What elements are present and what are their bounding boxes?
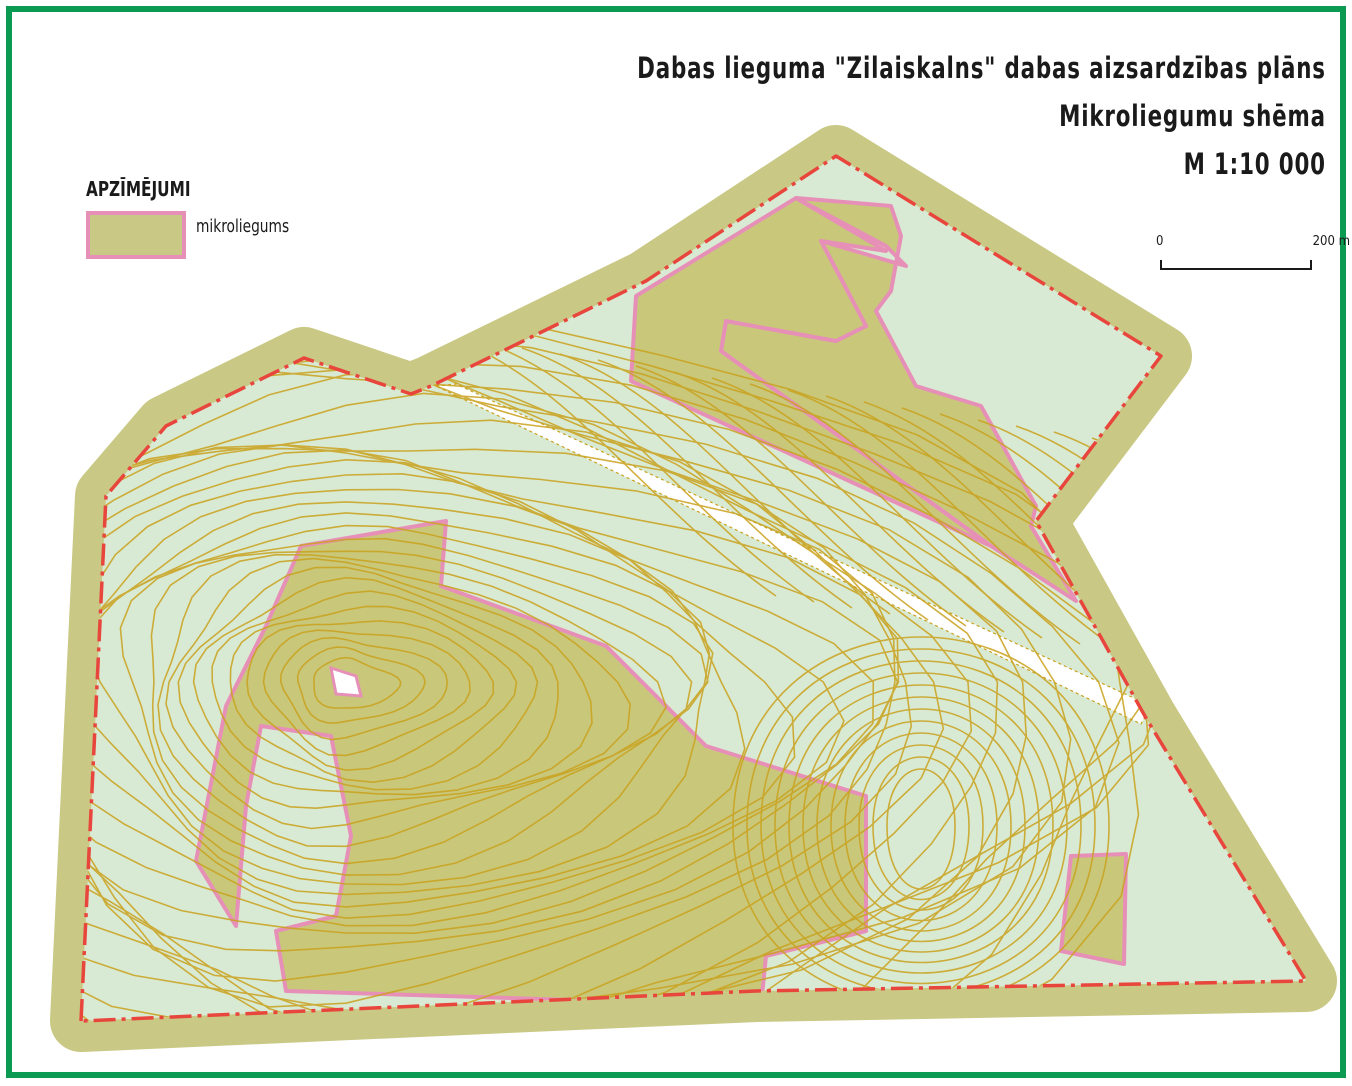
scale-bar-line <box>1160 260 1312 270</box>
map-title: Dabas lieguma "Zilaiskalns" dabas aizsar… <box>637 51 1326 85</box>
contour-line <box>157 553 667 848</box>
contour-line <box>81 472 845 927</box>
contour-line <box>1129 443 1306 705</box>
scale-bar: 0 200 m <box>1150 234 1350 284</box>
contour-line <box>802 696 1040 953</box>
scale-bar-start: 0 <box>1156 234 1164 249</box>
contour-line <box>279 636 449 741</box>
contour-line <box>81 512 711 896</box>
contour-line <box>246 620 495 772</box>
map-title-block: Dabas lieguma "Zilaiskalns" dabas aizsar… <box>486 44 1326 188</box>
contour-line <box>81 356 1120 1021</box>
contour-line <box>886 768 956 890</box>
contour-line <box>81 317 1139 1021</box>
contour-line <box>760 660 1082 985</box>
contour-line <box>119 537 709 876</box>
contour-line <box>597 359 929 621</box>
contour-line <box>150 550 693 865</box>
contour-line <box>81 447 913 1021</box>
map-subtitle: Mikroliegumu shēma <box>1059 99 1326 133</box>
micro-reserve-east <box>1059 852 1128 966</box>
contour-line <box>1205 455 1306 717</box>
contour-line <box>749 383 1081 645</box>
legend: APZĪMĒJUMI mikroliegums <box>86 177 306 259</box>
legend-heading: APZĪMĒJUMI <box>86 177 191 201</box>
reserve-boundary <box>79 154 1308 1023</box>
contour-line <box>635 365 967 627</box>
contour-line <box>81 299 1140 1021</box>
contour-line <box>177 566 593 810</box>
contour-line <box>229 605 518 784</box>
legend-label-micro-reserve: mikroliegums <box>196 215 290 237</box>
contour-line <box>81 501 746 908</box>
contour-line <box>211 590 539 791</box>
contour-line <box>787 389 1119 651</box>
contour-line <box>81 443 900 982</box>
contour-line <box>844 732 998 922</box>
contour-line <box>774 672 1068 974</box>
contour-line <box>81 444 896 1008</box>
contour-line <box>872 756 970 901</box>
contour-line <box>81 419 945 1021</box>
contour-line <box>788 684 1054 964</box>
contour-line <box>483 341 815 603</box>
contour-line <box>81 449 899 952</box>
legend-swatch-micro-reserve <box>86 211 186 259</box>
contour-line <box>296 646 426 724</box>
scale-bar-end: 200 m <box>1312 234 1350 249</box>
contour-line <box>313 656 402 709</box>
contour-line <box>165 557 632 830</box>
contour-line <box>89 524 714 886</box>
contour-line <box>81 337 1159 1021</box>
contour-line <box>521 347 853 609</box>
contour-line <box>673 371 1005 633</box>
contour-line <box>816 708 1026 943</box>
contour-line <box>1167 449 1306 711</box>
contour-line <box>81 458 875 935</box>
contour-line <box>445 335 777 597</box>
contour-line <box>81 351 1072 1021</box>
map-canvas <box>50 125 1337 1052</box>
contour-line <box>81 392 973 1021</box>
contour-line <box>830 720 1012 932</box>
contour-line <box>192 576 559 796</box>
contour-line <box>711 377 1043 639</box>
legend-item: mikroliegums <box>86 211 306 259</box>
contour-line <box>1243 461 1306 723</box>
map-frame: Dabas lieguma "Zilaiskalns" dabas aizsar… <box>6 6 1350 1078</box>
map-scale-text: M 1:10 000 <box>1183 147 1326 181</box>
contour-line <box>732 636 1110 1006</box>
contour-line <box>262 629 471 757</box>
contour-line <box>746 648 1096 995</box>
micro-reserve-north-inner <box>629 196 993 548</box>
contour-line <box>858 744 984 911</box>
summit-marker <box>329 665 363 698</box>
contour-line <box>559 353 891 615</box>
contour-line <box>81 362 1169 1021</box>
